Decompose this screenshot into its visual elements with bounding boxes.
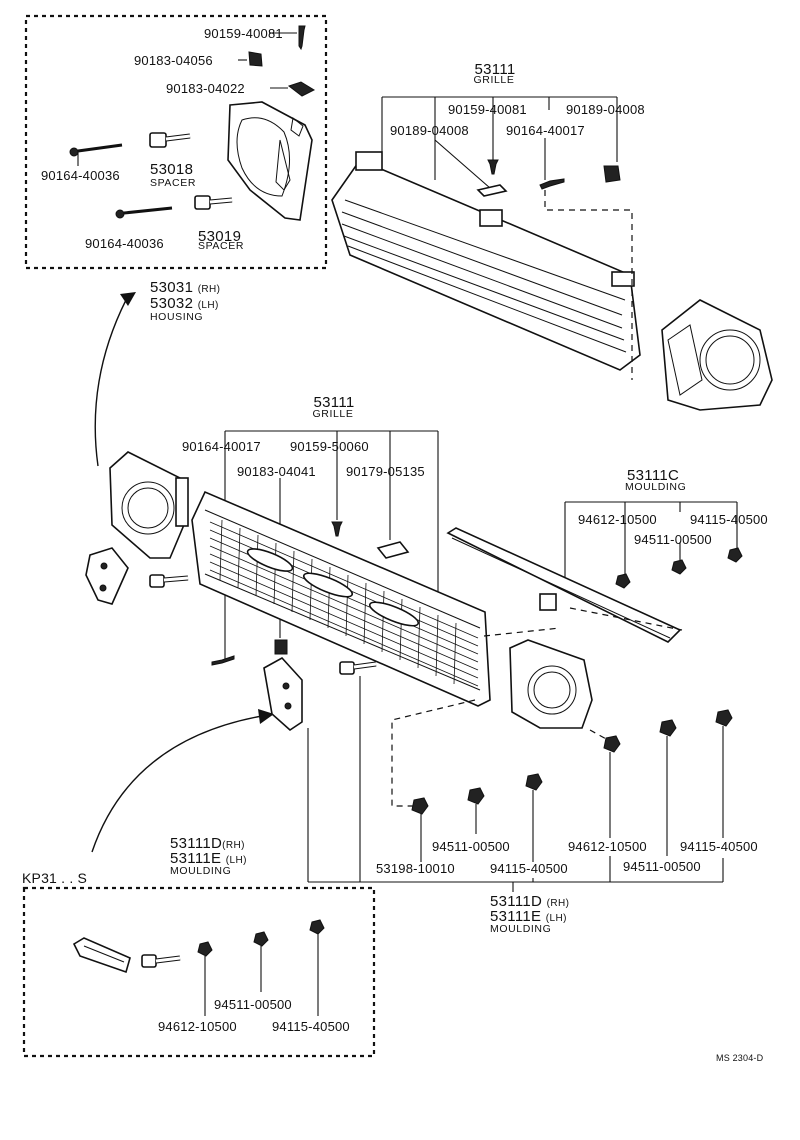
spacer-center-icon: [339, 661, 377, 675]
label-grille-top-p1: 90159-40081: [448, 102, 527, 117]
housing-detail-box: [24, 14, 328, 270]
label-lower-p2: 53198-10010: [376, 861, 455, 876]
label-grille-mid-p2: 90159-50060: [290, 439, 369, 454]
label-grille-mid-p4: 90179-05135: [346, 464, 425, 479]
label-kp31-title: KP31 . . S: [22, 870, 88, 886]
screw-90159-40081-icon: [269, 25, 306, 51]
lower-right-leaders: [307, 676, 724, 892]
label-kp-p2: 94612-10500: [158, 1019, 237, 1034]
screw-90164-40036-lower-icon: [115, 206, 173, 219]
label-kp-p1: 94511-00500: [214, 997, 292, 1012]
label-grille-mid-p1: 90164-40017: [182, 439, 261, 454]
kp-leaders: [204, 934, 319, 1016]
label-housing-name: HOUSING: [150, 311, 204, 323]
label-moulding-c-p1: 94612-10500: [578, 512, 657, 527]
label-lower-moulding-name: MOULDING: [490, 923, 552, 935]
moulding-53111C-leaders: [564, 501, 738, 590]
lower-right-nuts-icons: [411, 709, 733, 815]
label-grille-mid-p3: 90183-04041: [237, 464, 316, 479]
label-clip-2: 90183-04022: [166, 81, 245, 96]
headlamp-housing-upper-icon: [227, 101, 313, 221]
label-grille-top-num: 53111: [474, 61, 516, 78]
kp31-detail-box: [22, 886, 376, 1058]
label-lower-p4: 94612-10500: [568, 839, 647, 854]
clip-90183-04022-icon: [270, 81, 316, 97]
grille-upper-hardware-icons: [476, 159, 621, 197]
headlamp-housing-lower-right-icon: [509, 639, 593, 729]
label-lower-p1: 94511-00500: [432, 839, 510, 854]
moulding-C-nuts-icons: [615, 547, 743, 589]
label-spacer-1-name: SPACER: [150, 177, 196, 189]
label-grille-top-p4: 90164-40017: [506, 123, 585, 138]
headlamp-housing-right-icon: [661, 299, 773, 411]
moulding-end-left-icon: [85, 547, 129, 605]
spacer-53019-icon: [194, 195, 233, 210]
label-grille-top-p3: 90189-04008: [390, 123, 469, 138]
grille-53111-upper-leaders: [381, 96, 618, 189]
label-left-moulding-rh: 53111D(RH): [170, 835, 245, 852]
label-lower-moulding-lh: 53111E (LH): [490, 908, 567, 925]
label-clip-1: 90183-04056: [134, 53, 213, 68]
label-screw-left-1: 90164-40036: [41, 168, 120, 183]
label-moulding-c-num: 53111C: [627, 467, 680, 484]
label-moulding-c-p2: 94115-40500: [690, 512, 768, 527]
screw-90164-40036-upper-icon: [69, 143, 123, 166]
label-grille-top-p2: 90189-04008: [566, 102, 645, 117]
label-kp-p3: 94115-40500: [272, 1019, 350, 1034]
label-lower-p5: 94115-40500: [680, 839, 758, 854]
spacer-53018-icon: [149, 132, 191, 148]
label-left-moulding-lh: 53111E (LH): [170, 850, 247, 867]
label-grille-mid-name: GRILLE: [312, 408, 354, 420]
label-spacer-1-num: 53018: [150, 161, 194, 178]
moulding-arrowhead: [258, 709, 274, 724]
label-grille-mid-num: 53111: [313, 394, 355, 411]
label-spacer-2-name: SPACER: [198, 240, 244, 252]
grille-53111-middle-icon: [191, 490, 491, 707]
label-screw-left-2: 90164-40036: [85, 236, 164, 251]
kp-moulding-end-icon: [72, 937, 131, 974]
headlamp-housing-left-icon: [109, 451, 189, 559]
clip-90183-04056-icon: [238, 51, 263, 67]
moulding-end-center-icon: [263, 656, 303, 732]
label-moulding-c-name: MOULDING: [625, 481, 687, 493]
label-lower-p3: 94115-40500: [490, 861, 568, 876]
label-grille-top-name: GRILLE: [473, 74, 515, 86]
grille-53111-upper-icon: [331, 151, 641, 371]
spacer-left-icon: [149, 574, 189, 588]
label-lower-p6: 94511-00500: [623, 859, 701, 874]
kp-spacer-icon: [141, 954, 181, 968]
label-lower-moulding-rh: 53111D (RH): [490, 893, 570, 910]
moulding-arrow: [91, 715, 263, 853]
housing-arrowhead: [120, 292, 136, 306]
label-moulding-c-p3: 94511-00500: [634, 532, 712, 547]
label-spacer-2-num: 53019: [198, 228, 242, 245]
label-top-screw: 90159-40081: [204, 26, 283, 41]
kp-nuts-icons: [197, 919, 325, 957]
label-housing-lh: 53032 (LH): [150, 295, 219, 312]
grille-middle-hardware-icons: [211, 521, 410, 666]
label-left-moulding-name: MOULDING: [170, 865, 232, 877]
label-housing-rh: 53031 (RH): [150, 279, 221, 296]
footer-code: MS 2304-D: [716, 1053, 764, 1063]
housing-arrow: [94, 299, 127, 467]
